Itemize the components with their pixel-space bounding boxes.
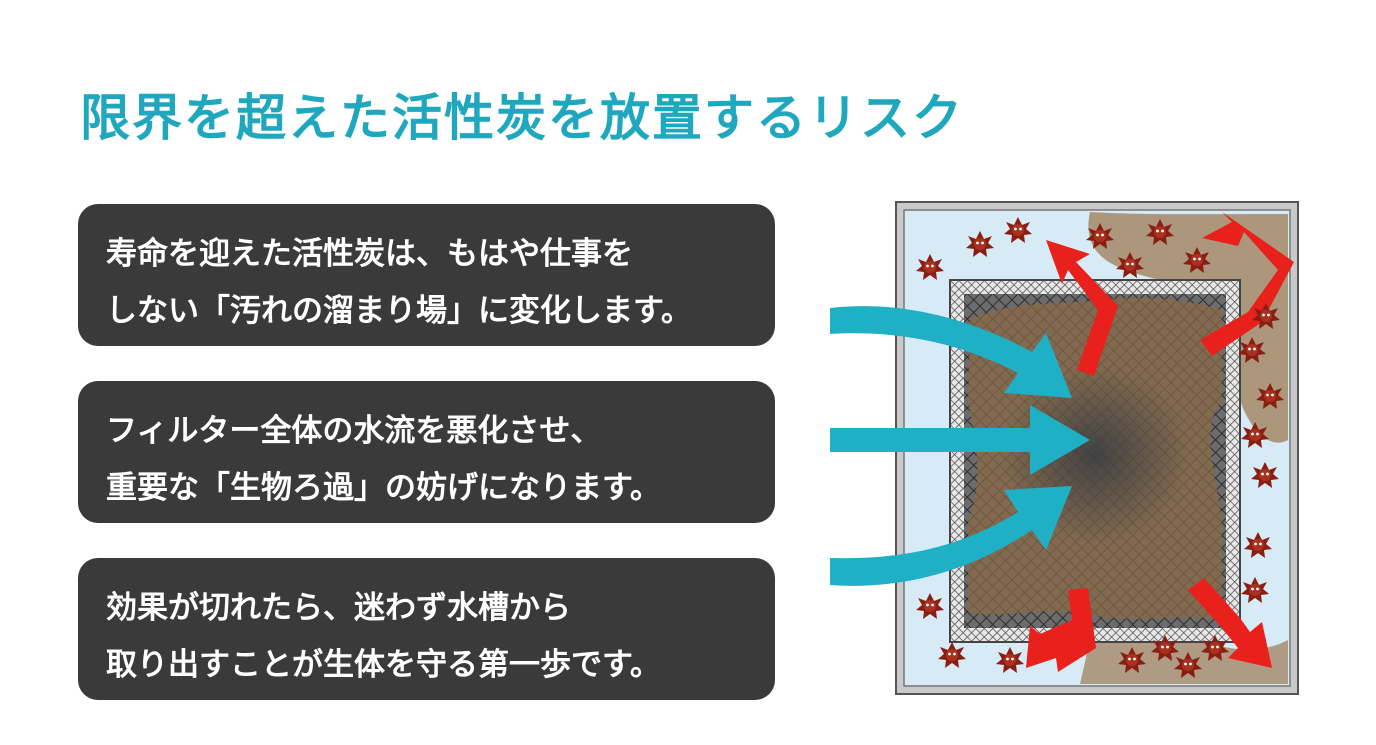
info-card-3-line-2: 取り出すことが生体を守る第一歩です。 — [106, 647, 661, 683]
info-card-2-line-2: 重要な「生物ろ過」の妨げになります。 — [106, 470, 661, 506]
sludge-stain — [1080, 630, 1288, 684]
info-card-3: 効果が切れたら、迷わず水槽から 取り出すことが生体を守る第一歩です。 — [78, 558, 775, 700]
info-card-1-line-2: しない「汚れの溜まり場」に変化します。 — [106, 293, 692, 329]
backflow-arrow-icon — [1026, 212, 1294, 672]
info-card-1-line-1: 寿命を迎えた活性炭は、もはや仕事を — [106, 236, 633, 272]
inflow-arrow-icon — [830, 306, 1090, 586]
info-card-2: フィルター全体の水流を悪化させ、 重要な「生物ろ過」の妨げになります。 — [78, 381, 775, 523]
info-card-1: 寿命を迎えた活性炭は、もはや仕事を しない「汚れの溜まり場」に変化します。 — [78, 204, 775, 346]
info-card-2-line-1: フィルター全体の水流を悪化させ、 — [106, 413, 602, 449]
info-card-3-line-1: 効果が切れたら、迷わず水槽から — [106, 590, 571, 626]
page-title: 限界を超えた活性炭を放置するリスク — [80, 89, 964, 147]
filter-diagram — [830, 201, 1299, 695]
